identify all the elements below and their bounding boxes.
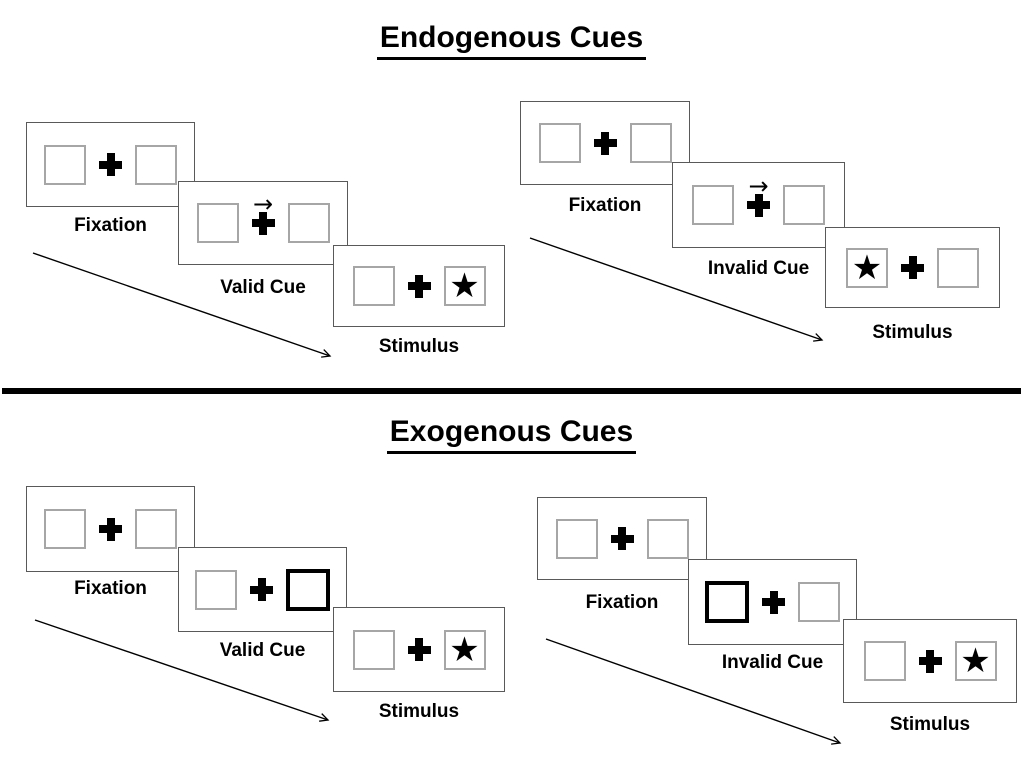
fixation-area	[762, 590, 785, 614]
panel-fixation	[537, 497, 707, 580]
fixation-cross-icon	[762, 590, 785, 614]
cue-arrow-icon: →	[252, 189, 274, 218]
fixation-cross-icon	[901, 256, 924, 279]
panel-stimulus: ★	[333, 245, 505, 327]
placeholder-box-left	[195, 569, 237, 610]
placeholder-box-right: ★	[443, 266, 486, 306]
placeholder-box-left	[692, 185, 734, 225]
fixation-cross-icon	[610, 527, 634, 550]
placeholder-box-right: ★	[443, 629, 486, 670]
fixation-area	[918, 649, 942, 673]
fixation-cross-icon	[593, 131, 617, 155]
panel-fixation	[26, 122, 195, 207]
panel-valid-cue	[178, 547, 347, 632]
fixation-area: →	[251, 192, 275, 235]
placeholder-box-left	[352, 629, 395, 670]
fixation-cross-icon	[407, 638, 431, 661]
fixation-area	[250, 578, 273, 601]
cue-arrow-icon: →	[748, 171, 769, 200]
fixation-area: →	[747, 174, 770, 217]
panel-label: Valid Cue	[220, 277, 306, 298]
placeholder-box-right: ★	[954, 641, 997, 681]
panel-stimulus: ★	[825, 227, 1000, 308]
section-title-exogenous: Exogenous Cues	[0, 416, 1023, 454]
panel-invalid-cue	[688, 559, 857, 645]
star-icon: ★	[449, 266, 480, 306]
star-icon: ★	[851, 247, 883, 288]
panel-label: Stimulus	[872, 322, 953, 343]
panel-stimulus: ★	[843, 619, 1017, 703]
timeline-arrow	[32, 252, 332, 358]
star-icon: ★	[449, 629, 480, 670]
panel-label: Fixation	[74, 578, 147, 599]
panel-stimulus: ★	[333, 607, 505, 692]
placeholder-box-right	[135, 144, 177, 185]
panel-label: Stimulus	[889, 714, 971, 735]
section-title-text: Endogenous Cues	[376, 22, 647, 60]
star-icon: ★	[960, 641, 991, 681]
section-divider	[2, 388, 1021, 394]
fixation-area	[99, 517, 122, 541]
panel-label: Fixation	[585, 592, 659, 613]
placeholder-box-right	[783, 185, 825, 225]
cue-box-highlighted	[286, 568, 330, 611]
panel-label: Fixation	[568, 195, 642, 216]
placeholder-box-left	[352, 266, 395, 306]
placeholder-box-right	[937, 247, 979, 288]
placeholder-box-left	[44, 144, 86, 185]
placeholder-box-left	[555, 518, 598, 559]
placeholder-box-left	[196, 203, 239, 243]
timeline-arrow	[529, 237, 824, 342]
panel-label: Stimulus	[378, 701, 460, 722]
placeholder-box-right	[798, 582, 840, 622]
fixation-cross-icon	[407, 274, 431, 298]
fixation-cross-icon	[99, 517, 122, 541]
fixation-area	[99, 153, 122, 176]
panel-label: Valid Cue	[219, 640, 306, 661]
placeholder-box-right	[287, 203, 330, 243]
fixation-area	[593, 131, 617, 155]
placeholder-box-right	[646, 518, 689, 559]
fixation-cross-icon	[747, 193, 770, 217]
fixation-area	[610, 527, 634, 550]
panel-label: Fixation	[74, 215, 147, 236]
fixation-cross-icon	[251, 211, 275, 235]
fixation-cross-icon	[918, 649, 942, 673]
placeholder-box-right	[629, 123, 672, 163]
timeline-arrow	[545, 638, 842, 745]
section-title-endogenous: Endogenous Cues	[0, 22, 1023, 60]
fixation-cross-icon	[99, 153, 122, 176]
panel-invalid-cue: →	[672, 162, 845, 248]
section-title-text: Exogenous Cues	[386, 416, 637, 454]
placeholder-box-left	[538, 123, 581, 163]
placeholder-box-right	[135, 509, 177, 549]
panel-valid-cue: →	[178, 181, 348, 265]
placeholder-box-left	[863, 641, 906, 681]
panel-fixation	[26, 486, 195, 572]
fixation-area	[407, 638, 431, 661]
fixation-cross-icon	[250, 578, 273, 601]
panel-fixation	[520, 101, 690, 185]
cue-box-highlighted	[705, 581, 749, 623]
placeholder-box-left: ★	[846, 247, 888, 288]
fixation-area	[901, 256, 924, 279]
fixation-area	[407, 274, 431, 298]
timeline-arrow	[34, 619, 330, 722]
placeholder-box-left	[44, 509, 86, 549]
panel-label: Invalid Cue	[707, 258, 810, 279]
panel-label: Invalid Cue	[721, 652, 824, 673]
panel-label: Stimulus	[378, 336, 460, 357]
